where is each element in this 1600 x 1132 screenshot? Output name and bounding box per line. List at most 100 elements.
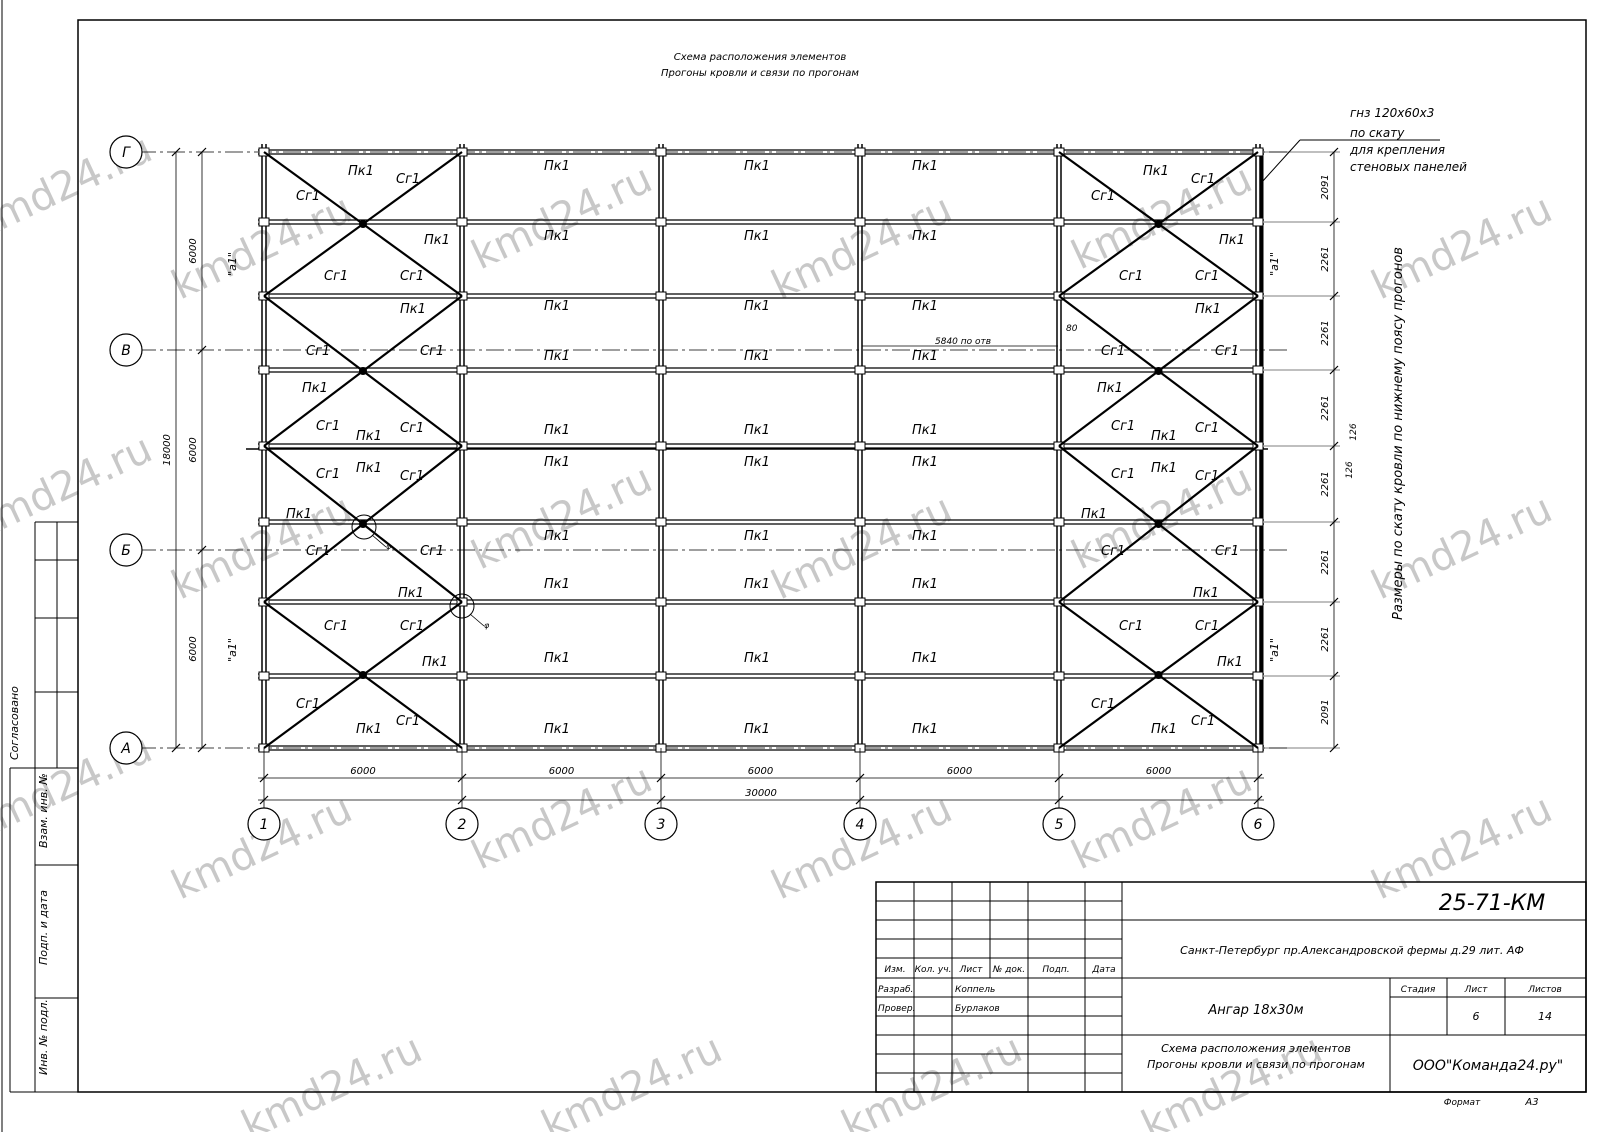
callout-circle — [449, 593, 475, 619]
purlin-label: Пк1 — [912, 651, 938, 666]
drawing-title-line2: Прогоны кровли и связи по прогонам — [661, 68, 859, 79]
purlin-label: Пк1 — [544, 299, 570, 314]
dim-right-span: 2091 — [1320, 174, 1331, 199]
node-plate — [854, 147, 866, 157]
brace-bay-label: Сг1 — [324, 619, 348, 634]
watermark-text: kmd24.ru — [0, 426, 159, 549]
dim-right-span: 2091 — [1320, 699, 1331, 724]
axis-bubble-number — [1241, 807, 1275, 841]
stamp-header: Изм. — [884, 965, 905, 975]
side-stamp — [9, 521, 78, 1093]
axis-bubble-letter — [109, 135, 143, 169]
dim-tick — [197, 743, 207, 753]
role-check: Провер. — [878, 1004, 915, 1014]
sheet-label: Лист — [1464, 985, 1489, 995]
brace-bay-label: Пк1 — [1193, 586, 1219, 601]
brace-bay-label: Пк1 — [1151, 722, 1177, 737]
purlin-label: Пк1 — [544, 455, 570, 470]
brace-bay-label: Сг1 — [1195, 269, 1219, 284]
note-line-4: стеновых панелей — [1350, 160, 1467, 174]
company-name: ООО"Команда24.ру" — [1413, 1058, 1563, 1074]
node-plate — [1252, 365, 1264, 375]
purlin-label: Пк1 — [744, 229, 770, 244]
node-plate — [854, 597, 866, 607]
sheet-number: 6 — [1473, 1010, 1480, 1023]
dim-tick — [1329, 441, 1339, 451]
dim-5840: 5840 по отв — [935, 337, 991, 347]
brace-bay-label: Пк1 — [424, 233, 450, 248]
title-block — [875, 881, 1587, 1093]
axis-bubble-letter — [109, 731, 143, 765]
brace-bay-label: Сг1 — [1215, 544, 1239, 559]
node-plate — [854, 671, 866, 681]
dim-tick — [197, 345, 207, 355]
brace-bay-label: Сг1 — [400, 421, 424, 436]
purlin-label: Пк1 — [912, 529, 938, 544]
dim-tick — [1329, 743, 1339, 753]
dim-bottom-span: 6000 — [748, 766, 773, 777]
dim-right-span: 2261 — [1320, 549, 1331, 574]
dim-tick — [171, 147, 181, 157]
brace-bay-label: Сг1 — [420, 544, 444, 559]
dim-left-span: 6000 — [188, 636, 199, 661]
node-plate — [655, 671, 667, 681]
dim-tick — [1329, 365, 1339, 375]
purlin-label: Пк1 — [544, 229, 570, 244]
brace-node — [1154, 671, 1163, 679]
node-plate — [655, 147, 667, 157]
purlin-label: Пк1 — [744, 577, 770, 592]
node-plate — [456, 365, 468, 375]
brace-bay-label: Сг1 — [324, 269, 348, 284]
dim-tick — [1329, 217, 1339, 227]
brace-bay-label: Сг1 — [1195, 619, 1219, 634]
dim-bottom-span: 6000 — [1146, 766, 1171, 777]
node-plate — [854, 217, 866, 227]
axis-bubble-number — [843, 807, 877, 841]
purlin-label: Пк1 — [744, 651, 770, 666]
dim-bottom-span: 6000 — [549, 766, 574, 777]
brace-bay-label: Сг1 — [296, 189, 320, 204]
watermark-text: kmd24.ru — [835, 1026, 1029, 1132]
axis-number: 6 — [1254, 817, 1263, 833]
purlin-label: Пк1 — [744, 423, 770, 438]
watermark-text: kmd24.ru — [765, 786, 959, 909]
purlin-label: Пк1 — [544, 159, 570, 174]
node-plate — [1252, 217, 1264, 227]
purlin-label: Пк1 — [544, 349, 570, 364]
watermark-text: kmd24.ru — [465, 456, 659, 579]
axis-number: 2 — [458, 817, 467, 833]
drawing-title-line1: Схема расположения элементов — [674, 52, 847, 63]
axis-number: 1 — [260, 817, 269, 833]
purlin-label: Пк1 — [544, 722, 570, 737]
watermark-text: kmd24.ru — [235, 1026, 429, 1132]
purlin-label: Пк1 — [912, 577, 938, 592]
purlin-label: Пк1 — [544, 651, 570, 666]
node-mark-a1: "а1" — [1268, 252, 1281, 276]
purlin-label: Пк1 — [912, 159, 938, 174]
node-plate — [258, 217, 270, 227]
node-plate — [655, 365, 667, 375]
purlin-label: Пк1 — [744, 349, 770, 364]
brace-bay-label: Сг1 — [1101, 544, 1125, 559]
name-dev: Коппель — [955, 985, 995, 995]
axis-bubble-number — [445, 807, 479, 841]
dim-right-span: 2261 — [1320, 626, 1331, 651]
dim-tick — [656, 773, 666, 783]
dim-bottom-total: 30000 — [745, 788, 777, 799]
callout-label: φ — [484, 621, 490, 630]
node-mark-a1: "а1" — [1268, 638, 1281, 662]
side-inv-orig: Инв. № подл. — [37, 999, 50, 1075]
brace-bay-label: Сг1 — [1215, 344, 1239, 359]
stamp-header: № док. — [992, 965, 1025, 975]
brace-bay-label: Сг1 — [1111, 467, 1135, 482]
dim-tick — [1329, 517, 1339, 527]
brace-bay-label: Сг1 — [296, 697, 320, 712]
dim-left-span: 6000 — [188, 238, 199, 263]
brace-node — [359, 367, 367, 375]
brace-node — [1154, 520, 1163, 528]
callout-label: φ — [386, 542, 392, 551]
dim-tick — [1329, 597, 1339, 607]
dim-tick — [197, 147, 207, 157]
brace-bay-label: Пк1 — [1151, 461, 1177, 476]
